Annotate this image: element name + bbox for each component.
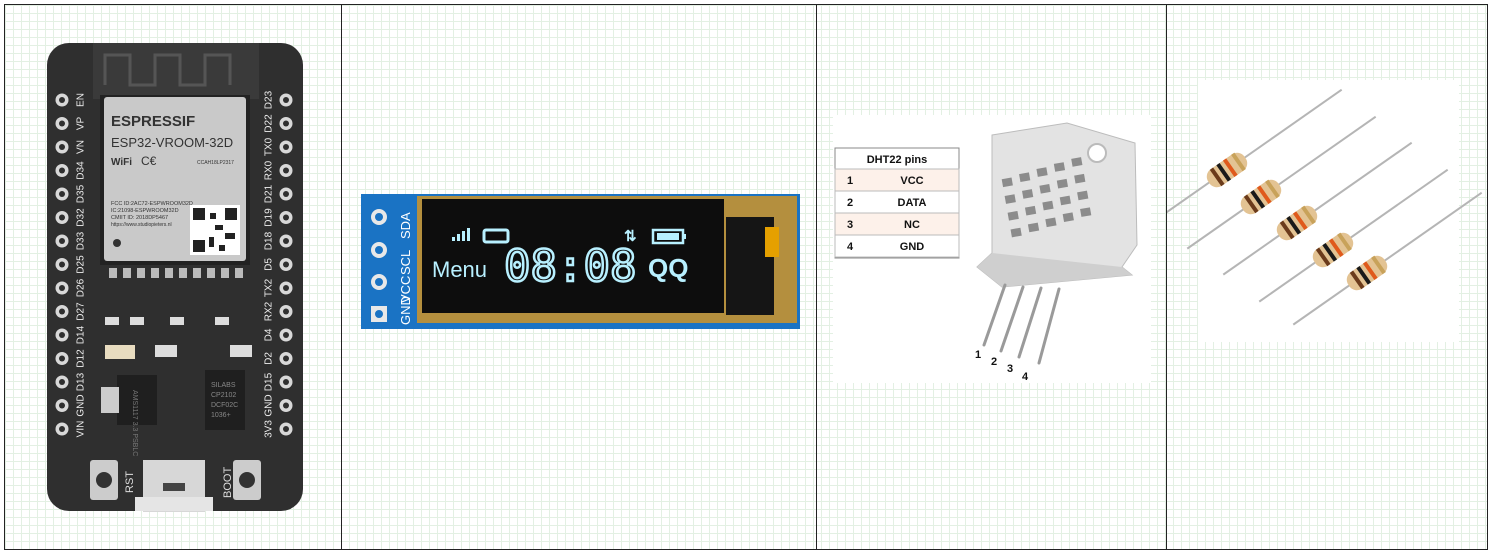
battery-icon xyxy=(651,228,686,245)
esp32-ic: IC:21098-ESPWROOM32D xyxy=(111,208,179,214)
message-icon xyxy=(482,228,510,244)
esp32-left-pin-label: D35 xyxy=(76,184,87,203)
svg-text:1036+: 1036+ xyxy=(211,412,231,419)
cell-oled: SDA SCL VCC GND ⇅ Menu 08:08 QQ xyxy=(342,5,817,549)
pin-sda: SDA xyxy=(398,212,413,239)
transfer-arrows-icon: ⇅ xyxy=(624,228,637,245)
esp32-left-pin-label: D32 xyxy=(76,208,87,227)
cell-esp32: ESPRESSIF ESP32-VROOM-32D WiFi C€ CCAH18… xyxy=(5,5,342,549)
signal-icon xyxy=(452,228,470,241)
esp32-left-pin-label: VN xyxy=(76,140,87,154)
table-title: DHT22 pins xyxy=(867,154,928,166)
esp32-right-pin-label: D2 xyxy=(264,352,275,365)
esp32-right-pin-label: TX2 xyxy=(264,278,275,297)
esp32-left-pin-label: VIN xyxy=(76,421,87,438)
esp32-fcc: FCC ID:2AC72-ESPWROOM32D xyxy=(111,201,193,207)
cell-resistors xyxy=(1152,5,1487,549)
esp32-right-pin-label: D4 xyxy=(264,328,275,341)
table-row xyxy=(834,234,960,258)
esp32-right-pin-label: 3V3 xyxy=(264,420,275,438)
resistor xyxy=(1152,88,1343,223)
pin-number: 1 xyxy=(847,175,853,187)
pin-scl: SCL xyxy=(398,250,413,275)
resistor xyxy=(1292,191,1483,326)
esp32-right-pin-label: D22 xyxy=(264,114,275,133)
usb-chip-label: SILABS xyxy=(211,382,236,389)
esp32-right-pin-label: RX0 xyxy=(264,160,275,180)
resistor xyxy=(1186,115,1377,250)
pin-name: GND xyxy=(900,241,925,253)
esp32-board-image: ESPRESSIF ESP32-VROOM-32D WiFi C€ CCAH18… xyxy=(47,43,303,512)
esp32-right-pin-label: D23 xyxy=(264,90,275,109)
rst-label: RST xyxy=(124,471,136,493)
mounting-hole xyxy=(1087,143,1107,163)
esp32-left-pin-label: EN xyxy=(76,93,87,107)
cell-dht22: DHT22 pins 1 VCC 2 DATA 3 NC 4 GND xyxy=(817,5,1167,549)
esp32-left-pin-label: D33 xyxy=(76,231,87,250)
regulator-label: AMS1117 3.3 PSBLC xyxy=(131,390,138,456)
pin-number: 3 xyxy=(847,219,853,231)
esp32-left-pin-label: D14 xyxy=(76,325,87,344)
esp32-left-pin-label: D26 xyxy=(76,278,87,297)
dht-pin-label-4: 4 xyxy=(1022,371,1029,383)
esp32-right-pin-label: TX0 xyxy=(264,137,275,156)
esp32-right-pin-label: D21 xyxy=(264,184,275,203)
component-table: ESPRESSIF ESP32-VROOM-32D WiFi C€ CCAH18… xyxy=(4,4,1488,550)
dht-pin-label-1: 1 xyxy=(975,349,981,361)
esp32-left-pin-label: D25 xyxy=(76,255,87,274)
esp32-cmiit: CMIIT ID: 2018DP5467 xyxy=(111,215,168,221)
svg-text:CP2102: CP2102 xyxy=(211,392,236,399)
oled-menu-text: Menu xyxy=(432,257,487,282)
oled-time: 08:08 xyxy=(504,241,636,292)
oled-display-image: SDA SCL VCC GND ⇅ Menu 08:08 QQ xyxy=(361,194,800,329)
esp32-left-pin-label: D27 xyxy=(76,302,87,321)
pin-gnd: GND xyxy=(398,296,413,325)
esp32-model: ESP32-VROOM-32D xyxy=(111,135,233,150)
rst-button[interactable] xyxy=(90,460,118,500)
pin-name: NC xyxy=(904,219,920,231)
ce-mark-icon: C€ xyxy=(141,154,157,168)
table-row xyxy=(834,212,960,236)
esp32-right-pin-label: D15 xyxy=(264,372,275,391)
micro-usb-port xyxy=(135,460,213,512)
wifi-logo-icon: WiFi xyxy=(111,157,132,168)
pin-name: VCC xyxy=(900,175,923,187)
esp32-left-pin-label: D12 xyxy=(76,349,87,368)
esp32-right-pin-label: D18 xyxy=(264,231,275,250)
esp32-left-pin-label: GND xyxy=(76,394,87,416)
esp32-cert: CCAH18LP2317 xyxy=(197,160,234,166)
esp32-right-pin-label: D19 xyxy=(264,208,275,227)
resistors-image xyxy=(1152,80,1483,342)
resistor xyxy=(1258,168,1449,303)
dht22-sensor-image: DHT22 pins 1 VCC 2 DATA 3 NC 4 GND xyxy=(833,115,1151,383)
boot-button[interactable] xyxy=(233,460,261,500)
dht-pin-label-2: 2 xyxy=(991,356,997,368)
oled-qq-text: QQ xyxy=(648,253,688,283)
esp32-left-pin-label: VP xyxy=(76,117,87,131)
dht22-body xyxy=(976,122,1138,365)
qr-code-icon xyxy=(190,205,240,255)
esp32-right-pin-label: RX2 xyxy=(264,301,275,321)
esp32-right-pin-label: D5 xyxy=(264,258,275,271)
pin-number: 2 xyxy=(847,197,853,209)
resistor xyxy=(1222,141,1413,276)
dht-pin-label-3: 3 xyxy=(1007,363,1013,375)
svg-text:DCF02C: DCF02C xyxy=(211,402,238,409)
esp32-left-pin-label: D13 xyxy=(76,372,87,391)
esp32-right-pin-label: GND xyxy=(264,394,275,416)
dht22-pin-table: DHT22 pins 1 VCC 2 DATA 3 NC 4 GND xyxy=(834,147,960,259)
pin-name: DATA xyxy=(898,197,927,209)
esp32-left-pin-label: D34 xyxy=(76,161,87,180)
esp32-brand: ESPRESSIF xyxy=(111,113,195,130)
header-holes xyxy=(371,209,387,322)
pin-number: 4 xyxy=(847,241,854,253)
esp32-url: https://www.studiopieters.nl xyxy=(111,222,172,228)
table-row xyxy=(834,168,960,192)
pin-vcc: VCC xyxy=(398,276,413,303)
boot-label: BOOT xyxy=(222,467,234,498)
